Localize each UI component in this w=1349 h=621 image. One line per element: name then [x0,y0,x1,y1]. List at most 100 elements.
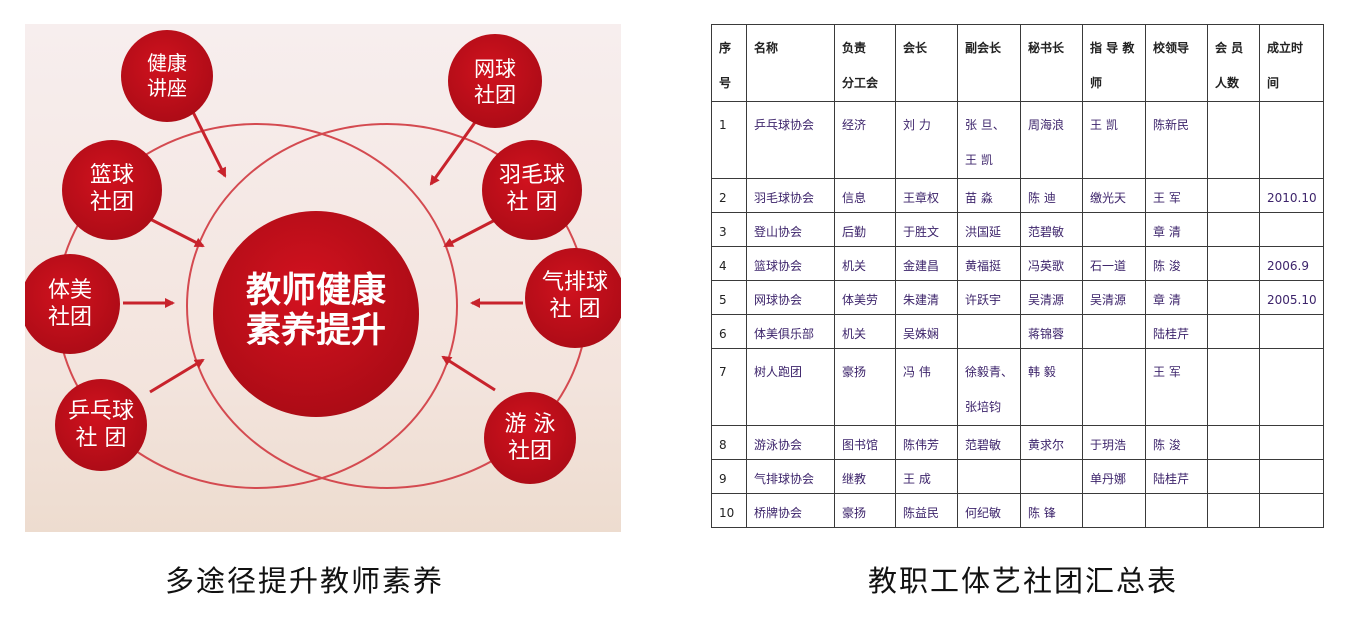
table-cell-vice: 洪国延 [957,212,1021,247]
table-cell-members [1207,178,1260,213]
table-cell-founded: 2010.10 [1259,178,1324,213]
node-qipai-circle [525,248,621,348]
node-youyong-line2: 社团 [508,439,552,464]
table-cell-vice: 苗 淼 [957,178,1021,213]
table-cell-secretary: 黄求尔 [1020,425,1083,460]
diagram-caption: 多途径提升教师素养 [165,564,445,598]
table-cell-secretary: 范碧敏 [1020,212,1083,247]
table-cell-unit: 豪扬 [834,348,896,426]
table-cell-name: 登山协会 [746,212,835,247]
node-pingpang-line1: 乒乓球 [68,399,134,424]
node-youyong-circle [484,392,576,484]
node-lanqiu-line2: 社团 [90,190,134,215]
table-cell-vice: 张 旦、王 凯 [957,101,1021,179]
table-cell-leader: 章 清 [1145,280,1208,315]
table-cell-name: 游泳协会 [746,425,835,460]
table-cell-name: 篮球协会 [746,246,835,281]
table-cell-unit: 机关 [834,246,896,281]
table-cell-members [1207,348,1260,426]
table-cell-leader: 陈 浚 [1145,246,1208,281]
table-cell-founded [1259,314,1324,349]
node-lanqiu: 篮球 社团 [62,140,162,240]
header-cell: 秘书长 [1020,24,1083,102]
table-header-row: 序号 名称 负责分工会 会长 副会长 秘书长 指 导 教师 校领导 会 员人数 … [711,24,1324,102]
table-cell-members [1207,425,1260,460]
node-yumao-line2: 社 团 [507,190,558,215]
table-cell-members [1207,246,1260,281]
table-cell-secretary: 陈 迪 [1020,178,1083,213]
node-yumao: 羽毛球 社 团 [482,140,582,240]
table-cell-secretary: 蒋锦蓉 [1020,314,1083,349]
table-cell-coach [1082,212,1146,247]
center-text-line2: 素养提升 [246,311,386,351]
table-cell-coach: 缴光天 [1082,178,1146,213]
table-cell-secretary: 吴清源 [1020,280,1083,315]
node-yumao-circle [482,140,582,240]
node-wangqiu-line2: 社团 [474,83,516,107]
table-cell-members [1207,212,1260,247]
header-cell: 成立时间 [1259,24,1324,102]
table-cell-no: 10 [711,493,747,528]
table-cell-no: 8 [711,425,747,460]
table-cell-name: 羽毛球协会 [746,178,835,213]
table-cell-founded [1259,212,1324,247]
table-body: 序号 名称 负责分工会 会长 副会长 秘书长 指 导 教师 校领导 会 员人数 … [711,24,1324,528]
table-cell-name: 树人跑团 [746,348,835,426]
header-cell: 名称 [746,24,835,102]
table-cell-president: 刘 力 [895,101,958,179]
table-cell-no: 1 [711,101,747,179]
table-cell-unit: 体美劳 [834,280,896,315]
table-cell-unit: 豪扬 [834,493,896,528]
table-cell-secretary: 韩 毅 [1020,348,1083,426]
node-yumao-line1: 羽毛球 [499,163,565,188]
table-cell-unit: 继教 [834,459,896,494]
table-cell-leader: 陆桂芹 [1145,314,1208,349]
club-summary-table: 序号 名称 负责分工会 会长 副会长 秘书长 指 导 教师 校领导 会 员人数 … [711,24,1324,528]
table-cell-president: 朱建清 [895,280,958,315]
node-jiankang-line2: 讲座 [147,76,187,100]
node-qipai-line1: 气排球 [542,270,608,295]
table-cell-founded: 2005.10 [1259,280,1324,315]
table-cell-coach: 王 凯 [1082,101,1146,179]
table-cell-members [1207,459,1260,494]
table-cell-coach [1082,493,1146,528]
node-lanqiu-line1: 篮球 [90,163,134,188]
header-cell: 序号 [711,24,747,102]
table-cell-coach [1082,348,1146,426]
node-wangqiu-line1: 网球 [474,57,516,81]
diagram-panel: 教师健康 素养提升 健康 讲座 篮球 社团 体美 社团 乒乓球 社 团 网球 社… [25,24,621,532]
table-cell-president: 陈益民 [895,493,958,528]
node-pingpang-line2: 社 团 [76,426,127,451]
node-wangqiu: 网球 社团 [448,34,542,128]
table-cell-vice: 徐毅青、张培钧 [957,348,1021,426]
node-jiankang: 健康 讲座 [121,30,213,122]
table-cell-unit: 图书馆 [834,425,896,460]
table-cell-no: 9 [711,459,747,494]
table-cell-leader: 陈 浚 [1145,425,1208,460]
table-cell-vice: 何纪敏 [957,493,1021,528]
arrow-youyong [441,355,496,392]
table-cell-unit: 后勤 [834,212,896,247]
header-cell: 校领导 [1145,24,1208,102]
center-text-line1: 教师健康 [246,270,386,311]
arrow-pingpang [149,358,205,394]
node-timei-line2: 社团 [48,305,92,330]
node-lanqiu-circle [62,140,162,240]
node-youyong: 游 泳 社团 [484,392,576,484]
table-cell-coach: 吴清源 [1082,280,1146,315]
table-caption: 教职工体艺社团汇总表 [868,564,1179,598]
table-cell-coach [1082,314,1146,349]
node-wangqiu-circle [448,34,542,128]
table-cell-founded [1259,425,1324,460]
arrow-lanqiu [149,217,205,248]
arrow-wangqiu [429,113,483,186]
table-cell-no: 7 [711,348,747,426]
table-cell-coach: 于玥浩 [1082,425,1146,460]
table-cell-members [1207,280,1260,315]
table-cell-leader: 王 军 [1145,348,1208,426]
node-pingpang: 乒乓球 社 团 [55,379,147,471]
